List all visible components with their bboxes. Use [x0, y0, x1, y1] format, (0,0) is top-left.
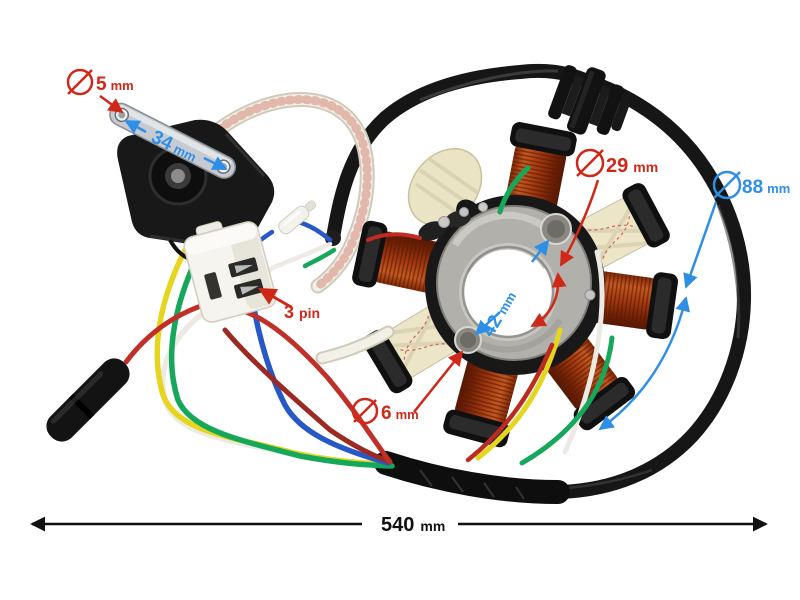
diameter-arc-arrow — [530, 272, 567, 328]
red-wire — [123, 300, 393, 465]
braided-sleeve — [198, 92, 375, 294]
taped-harness-bundle — [374, 451, 570, 504]
arrow-to-bottom-hole — [474, 311, 501, 336]
arrow-to-top-hole — [531, 239, 550, 263]
pickup-coil — [117, 119, 275, 263]
solder-joints — [418, 202, 596, 301]
bullet-connector — [278, 200, 317, 235]
leader-arrow — [413, 350, 464, 413]
diameter-arc-arrow — [598, 296, 691, 431]
stator-wires — [366, 165, 615, 466]
diameter-icon — [66, 68, 94, 96]
mount-hole-bottom-left — [454, 326, 482, 354]
leader-arrow — [99, 94, 124, 114]
arrow-to-right-hole — [203, 156, 228, 171]
rubber-boot — [46, 358, 130, 442]
leader-arrow — [258, 287, 292, 309]
connector-3pin — [183, 221, 277, 323]
green-wire — [168, 252, 395, 469]
leader-arrow — [559, 179, 600, 267]
cable-grommet — [548, 65, 631, 135]
mount-hole-top-right — [540, 213, 572, 245]
dark-red-wire — [222, 327, 393, 465]
leader-arrow — [683, 201, 718, 289]
diameter-icon — [575, 148, 605, 178]
diameter-icon — [351, 397, 379, 425]
mounting-bracket — [109, 102, 236, 179]
diameter-icon — [712, 170, 742, 200]
arrow-to-left-hole — [124, 119, 147, 134]
